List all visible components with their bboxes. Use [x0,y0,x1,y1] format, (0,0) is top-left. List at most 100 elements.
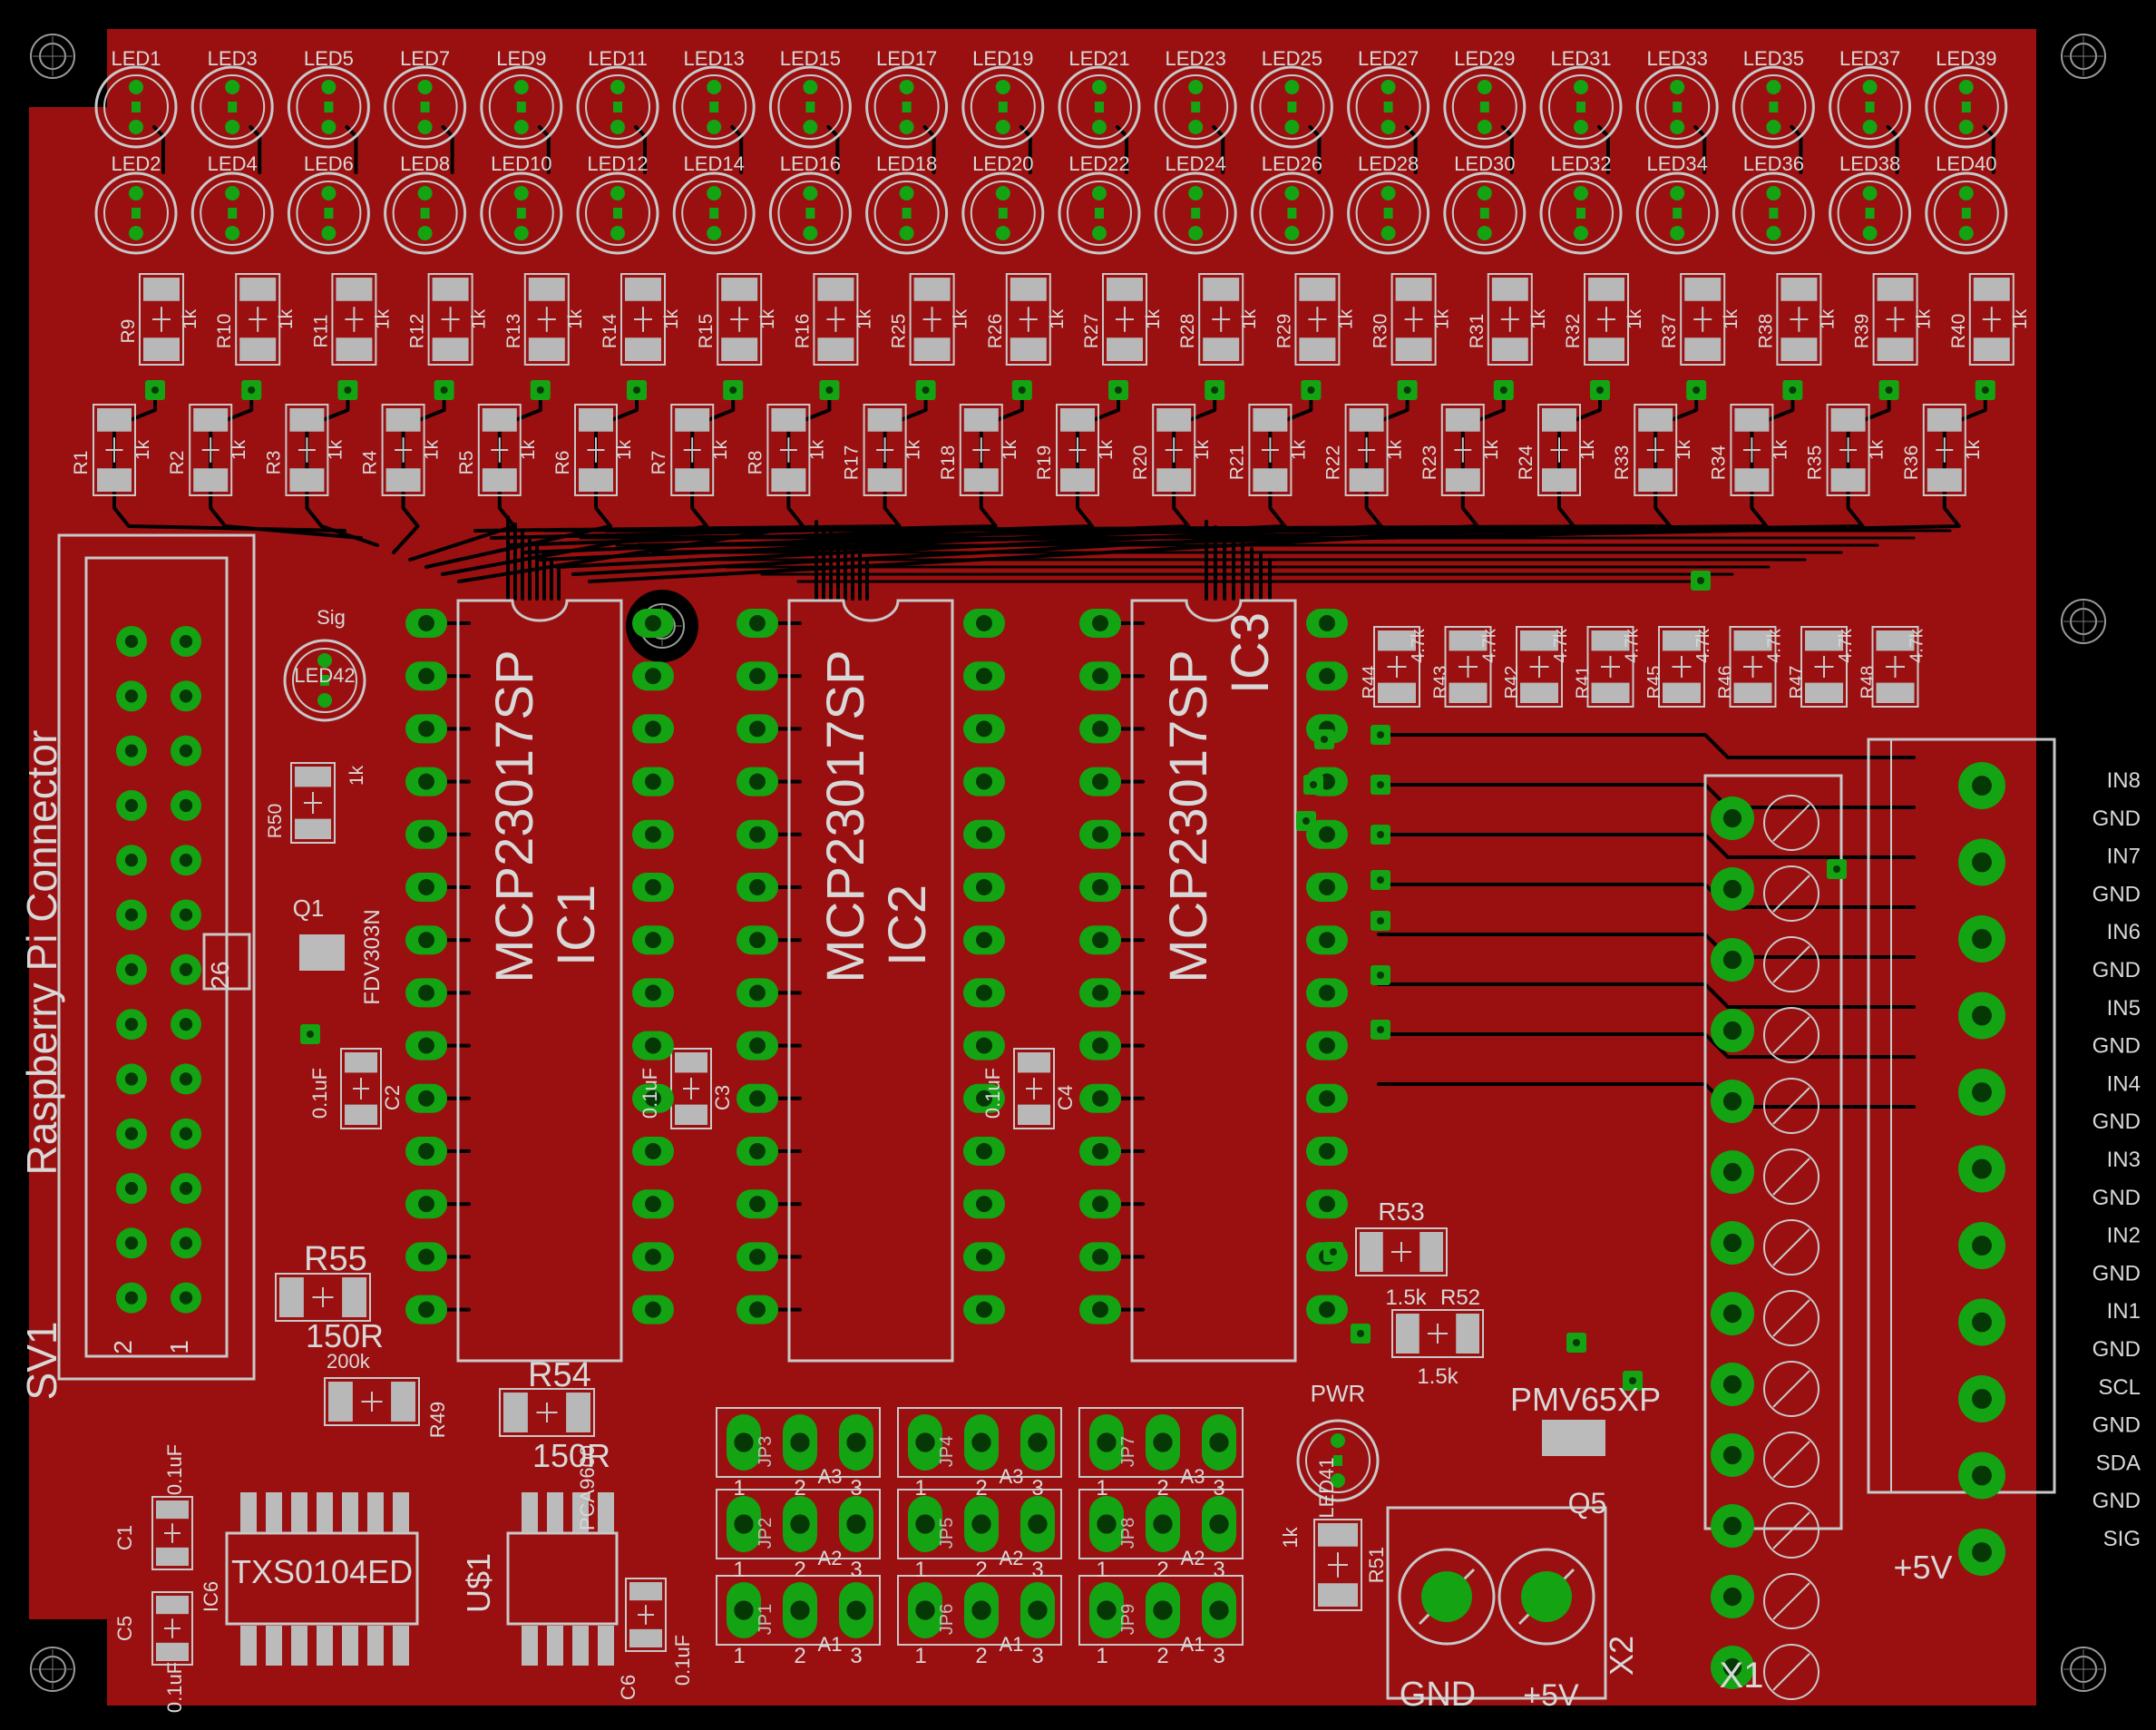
ic-pin-hole [645,668,661,685]
jumper-outline [716,1407,881,1478]
jumper-pin-label: 2 [794,1558,805,1582]
jumper-label: JP8 [1118,1518,1138,1549]
x1-screw [1763,795,1819,851]
resistor-r18-padbot [963,468,999,492]
resistor-label: R5 [456,451,477,475]
led-led23-pad-k [1188,120,1204,134]
led-led6-ring2 [296,181,362,246]
r49-value: 200k [327,1350,371,1373]
jumper-label: JP4 [937,1436,957,1467]
led-label: LED35 [1743,47,1804,70]
led-led8-ring [384,171,467,255]
resistor-r21-padtop [1253,408,1288,432]
x1-io-label: IN5 [2107,996,2141,1021]
ic6-pin [317,1492,333,1532]
jumper-addr: A1 [818,1633,843,1656]
led-led40-pad-a [1958,186,1974,200]
resistor-r29-outline [1294,273,1341,366]
led-label: LED27 [1358,47,1419,70]
u1-label: U$1 [460,1553,497,1613]
cap-c1-outline [151,1496,193,1570]
x1-right-pad-hole [1972,776,1992,796]
led-led35-ring2 [1741,74,1807,140]
led-led40-pad-k [1958,226,1974,240]
pullup-r41-outline [1586,626,1634,708]
resistor-r39-padbot [1877,337,1914,361]
ic-pin-hole [1319,1090,1335,1107]
pullup-value: 4.7k [1551,628,1571,663]
resistor-r24-outline [1537,404,1581,496]
ic-pin-hole [1092,932,1108,949]
resistor-label: R30 [1371,314,1391,349]
led-led33-ring [1635,65,1719,149]
resistor-r54-outline [499,1388,595,1437]
resistor-label: R37 [1659,314,1680,349]
cap-c3-padtop [675,1052,707,1073]
resistor-r32-outline [1584,273,1629,366]
fet-q5-part: PMV65XP [1510,1381,1661,1418]
resistor-r40-padtop [1973,278,2010,301]
connector-name: SV1 [18,1322,65,1401]
pullup-r41-padtop [1591,630,1630,651]
led-led39-pad-a [1958,80,1974,94]
pullup-value: 4.7k [1409,628,1429,663]
resistor-r16-padtop [817,278,854,301]
led-pwr-ring [1296,1419,1380,1502]
cap-c6-padtop [629,1582,662,1601]
resistor-r20-padtop [1156,408,1192,432]
led-led27-pad-k [1380,120,1396,134]
resistor-r52-padl [1396,1314,1419,1354]
cap-c6-padbot [629,1628,662,1647]
resistor-label: R10 [214,314,235,349]
resistor-r36-outline [1922,404,1966,496]
x2-pad [1421,1571,1472,1622]
ic-pin-hole [1319,1196,1335,1213]
resistor-r26-padbot [1010,337,1047,361]
x1-io-label: GND [2093,806,2141,831]
ic-pin-hole [645,826,661,843]
resistor-value: 1k [1432,308,1453,329]
x1-screw [1763,865,1819,922]
pullup-r47-outline [1800,626,1848,708]
connector-pin-2-label: 2 [109,1340,137,1354]
resistor-r2-padbot [193,468,229,492]
led-led32-pad-a [1574,186,1588,200]
jumper-addr: A3 [1181,1465,1205,1488]
connector-inner [84,556,229,1358]
led-led39-ring [1925,65,2008,149]
led-led30-pad-a [1477,186,1492,200]
trace-lower [539,493,1287,562]
led-led26-ring [1250,171,1333,255]
via-bank-hole [1377,731,1384,738]
r54-value: 150R [532,1437,610,1474]
ic-pin-hole [418,615,434,631]
ic-pin-hole [1092,1196,1108,1213]
led-led21-pad-a [1092,80,1107,94]
cap-value: 0.1uF [981,1068,1004,1119]
led-sig-ring [283,639,366,722]
cap-c4-outline [1013,1048,1055,1129]
led-label: LED3 [208,47,258,70]
led-label: LED18 [876,152,937,175]
via-upper-hole [1403,386,1411,394]
jumper-pin-hole [1209,1432,1229,1452]
resistor-r50-outline [290,762,336,844]
ic-pin-hole [749,1196,766,1213]
resistor-r10-outline [235,273,281,366]
pullup-r47-padtop [1805,630,1843,651]
resistor-value: 1k [1047,308,1068,329]
resistor-r19-padtop [1060,408,1095,432]
resistor-r1-outline [93,404,136,496]
resistor-r34-outline [1730,404,1774,496]
ic-name: IC3 [1221,612,1280,694]
x2-outline [1386,1506,1607,1700]
led-led40-ring [1925,171,2008,255]
jumper-pin-label: 3 [1031,1644,1043,1668]
led-led14-pad-k [707,226,722,240]
connector-pin-26-label: 26 [206,961,234,989]
u1-pin [598,1626,614,1666]
ic-pin-hole [976,984,992,1002]
sig-led-label: LED42 [294,664,355,687]
x1-pad-hole [1722,1233,1742,1253]
u1-pin [522,1492,538,1532]
